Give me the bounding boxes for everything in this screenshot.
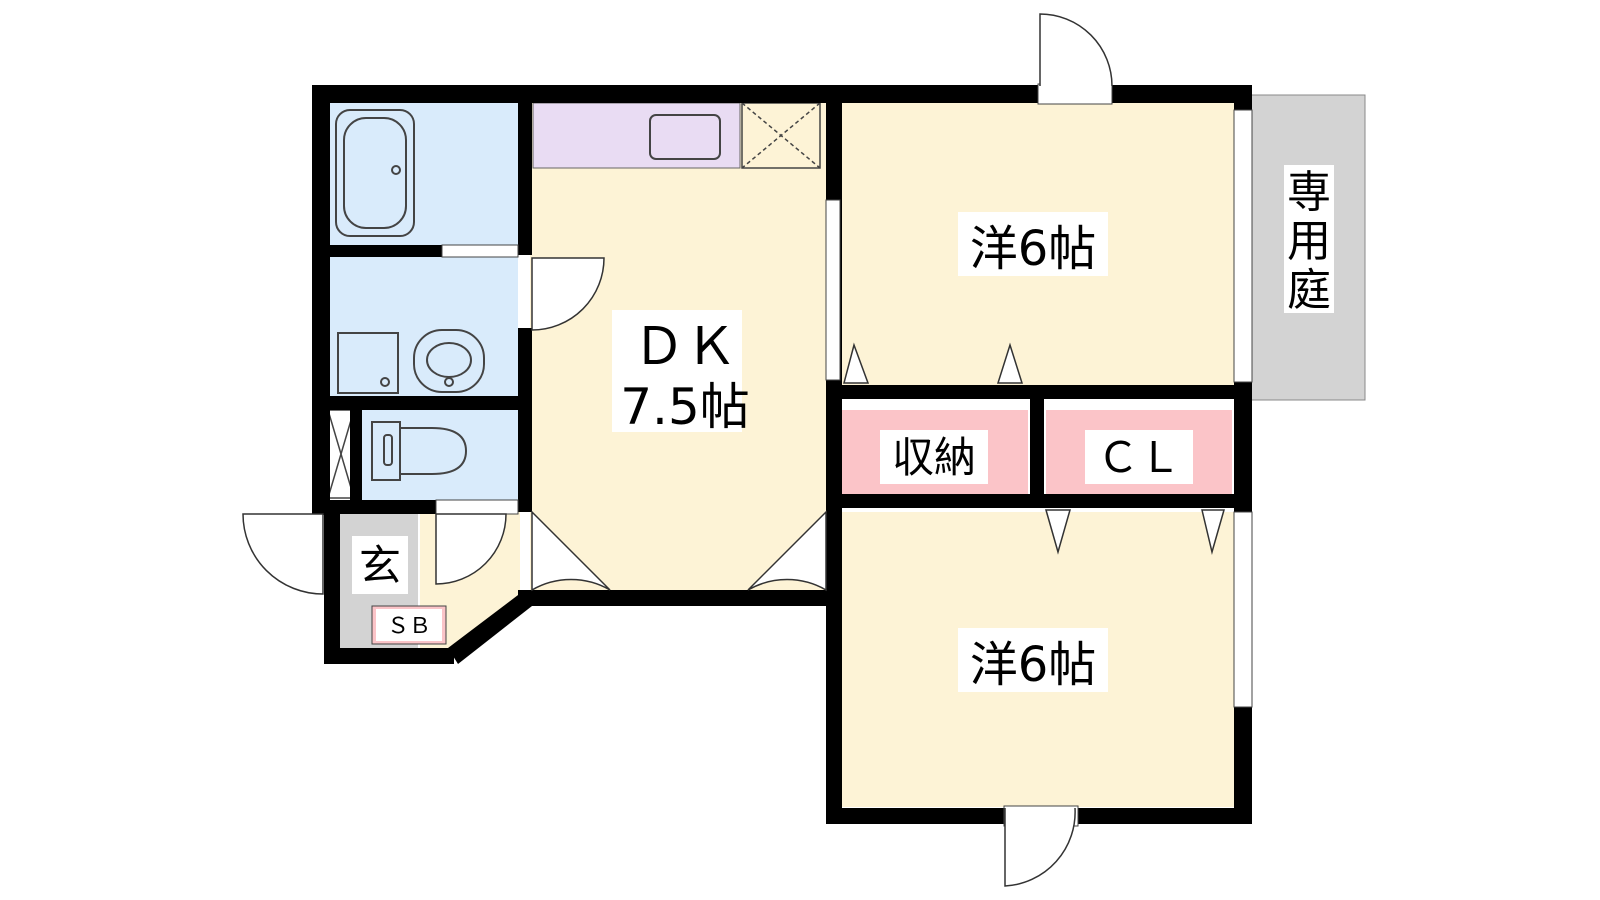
garden-label-char-1: 専 [1287,167,1331,218]
garden-label-char-2: 用 [1287,216,1331,267]
western-south-label: 洋6帖 [970,637,1097,693]
doors [242,13,1113,887]
garden-label-bg [1284,165,1334,313]
storage-label-bg [880,430,988,484]
washing-machine-icon [337,332,399,394]
shoe-box-label: ＳＢ [387,614,431,639]
toilet-icon [371,421,468,481]
closet-label: ＣＬ [1097,433,1181,482]
western-north-label: 洋6帖 [970,221,1097,277]
storage-label: 収納 [892,433,976,482]
garden-label-char-3: 庭 [1287,265,1331,316]
stove-icon [649,114,721,160]
dk-size-label: 7.5帖 [620,378,750,436]
entrance-label: 玄 [359,541,401,590]
bathtub-icon [335,109,415,237]
washroom-floor [328,255,518,396]
sink-icon [413,329,485,393]
dk-label-bg [612,310,742,432]
dk-label: ＤＫ [633,317,737,377]
entrance-label-bg [352,536,408,594]
western-north-label-bg [958,212,1108,276]
closet-label-bg [1085,430,1193,484]
closet-door-markers [843,342,1225,555]
shoe-box-inner [376,609,442,641]
western-south-label-bg [958,628,1108,692]
